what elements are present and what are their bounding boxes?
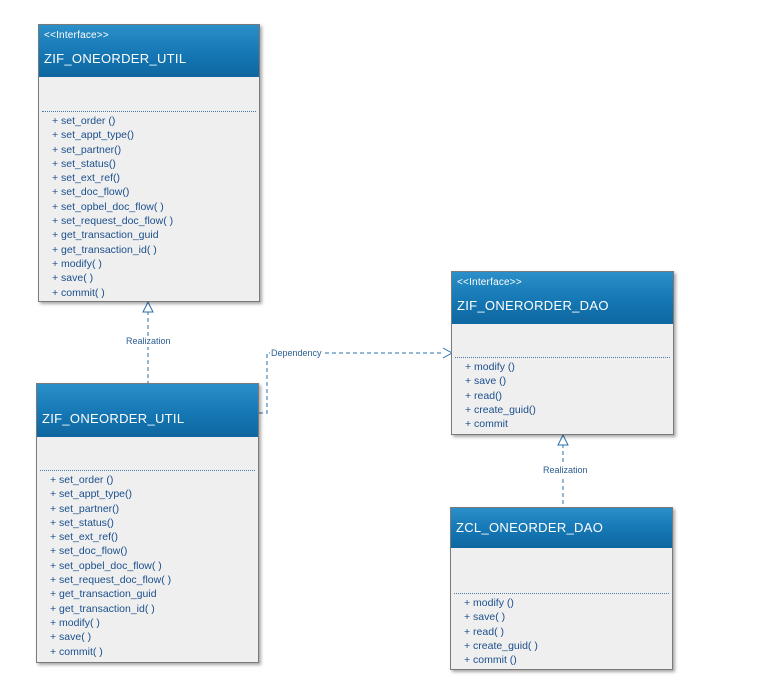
class-name: ZIF_ONEORDER_UTIL bbox=[44, 51, 187, 66]
operation-item: + set_request_doc_flow( ) bbox=[50, 574, 172, 587]
operation-item: + set_order () bbox=[50, 474, 114, 486]
operation-item: + set_appt_type() bbox=[50, 488, 133, 501]
operation-item: + set_status() bbox=[50, 516, 114, 529]
class-box-dao-interface[interactable]: <<Interface>> ZIF_ONERORDER_DAO + modify… bbox=[451, 271, 674, 435]
operation-item: + set_doc_flow() bbox=[50, 545, 128, 558]
stereotype-label: <<Interface>> bbox=[44, 30, 109, 41]
class-header: ZCL_ONEORDER_DAO bbox=[451, 508, 672, 548]
realization-dao-arrowhead bbox=[557, 433, 569, 446]
dependency-line bbox=[259, 352, 444, 414]
operation-item: + commit bbox=[465, 418, 508, 431]
operation-item: + modify () bbox=[465, 361, 515, 373]
operation-item: + set_request_doc_flow( ) bbox=[52, 215, 174, 228]
operation-item: + create_guid( ) bbox=[464, 639, 538, 652]
operation-item: + modify () bbox=[464, 597, 514, 609]
operation-item: + set_status() bbox=[52, 157, 116, 170]
realization-label-dao: Realization bbox=[542, 465, 589, 476]
operations-list: + modify () + save( ) + read( ) + create… bbox=[464, 596, 538, 667]
operation-item: + set_partner() bbox=[50, 502, 120, 515]
stereotype-label: <<Interface>> bbox=[457, 277, 522, 288]
operation-item: + set_doc_flow() bbox=[52, 186, 130, 199]
operation-item: + get_transaction_id( ) bbox=[50, 602, 155, 615]
class-box-util-interface[interactable]: <<Interface>> ZIF_ONEORDER_UTIL + set_or… bbox=[38, 24, 260, 302]
operation-item: + modify( ) bbox=[52, 257, 102, 270]
operation-item: + set_opbel_doc_flow( ) bbox=[50, 559, 162, 572]
compartment-separator bbox=[40, 470, 255, 471]
operation-item: + set_opbel_doc_flow( ) bbox=[52, 200, 164, 213]
operation-item: + set_appt_type() bbox=[52, 129, 135, 142]
operation-item: + get_transaction_guid bbox=[50, 588, 157, 601]
operation-item: + save( ) bbox=[50, 631, 92, 644]
class-box-dao-impl[interactable]: ZCL_ONEORDER_DAO + modify () + save( ) +… bbox=[450, 507, 673, 670]
operation-item: + set_partner() bbox=[52, 143, 122, 156]
class-box-util-impl[interactable]: ZIF_ONEORDER_UTIL + set_order () + set_a… bbox=[36, 383, 259, 663]
class-name: ZIF_ONERORDER_DAO bbox=[457, 298, 609, 313]
compartment-separator bbox=[455, 357, 670, 358]
operation-item: + set_order () bbox=[52, 115, 116, 127]
compartment-separator bbox=[42, 111, 256, 112]
realization-util-arrowhead bbox=[142, 300, 154, 313]
operation-item: + save( ) bbox=[52, 272, 94, 285]
operation-item: + set_ext_ref() bbox=[50, 531, 118, 544]
class-header: <<Interface>> ZIF_ONERORDER_DAO bbox=[452, 272, 673, 324]
operation-item: + commit( ) bbox=[50, 645, 103, 658]
operations-list: + modify () + save () + read() + create_… bbox=[465, 360, 536, 431]
operations-list: + set_order () + set_appt_type() + set_p… bbox=[50, 473, 171, 659]
operations-list: + set_order () + set_appt_type() + set_p… bbox=[52, 114, 173, 300]
operation-item: + save () bbox=[465, 375, 507, 388]
compartment-separator bbox=[454, 593, 669, 594]
operation-item: + set_ext_ref() bbox=[52, 172, 120, 185]
operation-item: + read( ) bbox=[464, 625, 504, 638]
operation-item: + modify( ) bbox=[50, 616, 100, 629]
realization-label-util: Realization bbox=[125, 336, 172, 347]
operation-item: + read() bbox=[465, 389, 503, 402]
operation-item: + get_transaction_guid bbox=[52, 229, 159, 242]
operation-item: + commit () bbox=[464, 654, 517, 667]
class-header: ZIF_ONEORDER_UTIL bbox=[37, 384, 258, 437]
operation-item: + commit( ) bbox=[52, 286, 105, 299]
dependency-label: Dependency bbox=[270, 348, 323, 359]
class-header: <<Interface>> ZIF_ONEORDER_UTIL bbox=[39, 25, 259, 77]
class-name: ZIF_ONEORDER_UTIL bbox=[42, 411, 185, 426]
operation-item: + create_guid() bbox=[465, 403, 536, 416]
operation-item: + get_transaction_id( ) bbox=[52, 243, 157, 256]
operation-item: + save( ) bbox=[464, 611, 506, 624]
class-name: ZCL_ONEORDER_DAO bbox=[456, 520, 604, 535]
